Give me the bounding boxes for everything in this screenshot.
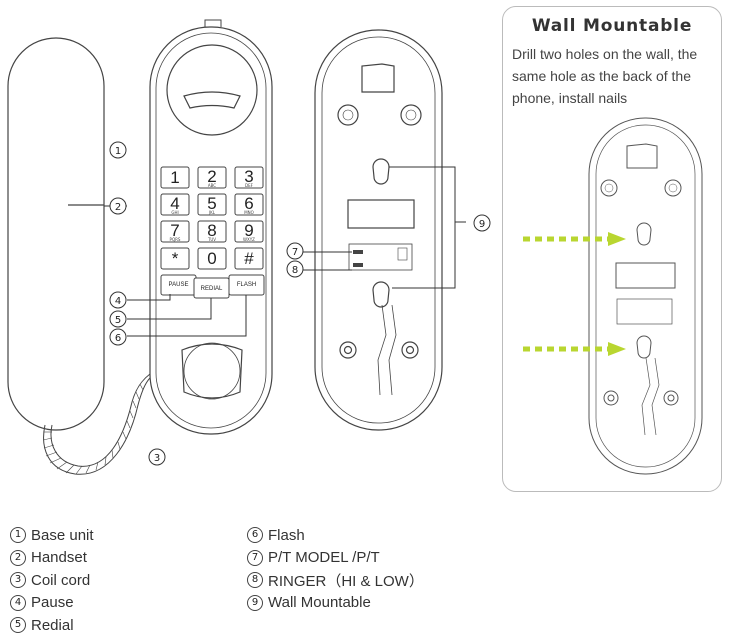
callout-5: 5	[109, 310, 127, 328]
keypad-key-label: 8	[207, 221, 216, 240]
svg-text:3: 3	[154, 453, 160, 464]
callout-8: 8	[286, 260, 304, 278]
keypad-key[interactable]: #	[234, 247, 264, 270]
pause-key-label: PAUSE	[169, 282, 189, 288]
callout-6: 6	[109, 328, 127, 346]
svg-text:4: 4	[115, 296, 121, 307]
callout-7: 7	[286, 242, 304, 260]
keypad-key-letters: GHI	[171, 210, 178, 215]
base-back-view	[314, 29, 443, 431]
keypad-key-label: 3	[244, 167, 253, 186]
keypad-key-label: 6	[244, 194, 253, 213]
keypad-key[interactable]: *	[160, 247, 190, 270]
keypad-key-letters: PQRS	[170, 237, 181, 242]
callout-9: 9	[473, 214, 491, 232]
pause-key[interactable]: PAUSE	[160, 274, 197, 296]
keypad-key-label: #	[244, 249, 254, 268]
arrow-lower	[523, 342, 626, 356]
keypad-key-label: 0	[207, 249, 216, 268]
keypad-key-label: 2	[207, 167, 216, 186]
keypad-key-label: 9	[244, 221, 253, 240]
svg-text:8: 8	[292, 265, 298, 276]
coil-cord	[43, 377, 151, 475]
flash-key[interactable]: FLASH	[228, 274, 265, 296]
wall-mountable-description: Drill two holes on the wall, the same ho…	[512, 46, 698, 106]
callout-4: 4	[109, 291, 127, 309]
wall-mountable-title: Wall Mountable	[531, 16, 693, 36]
keypad-key-label: 4	[170, 194, 179, 213]
keypad-key-label: 5	[207, 194, 216, 213]
keypad-key-letters: DEF	[245, 183, 254, 188]
callout-3: 3	[148, 448, 166, 466]
svg-text:9: 9	[479, 219, 485, 230]
keypad-key-label: 1	[170, 168, 179, 187]
keypad-key-letters: ABC	[208, 183, 216, 188]
keypad-key[interactable]: 0	[197, 247, 227, 270]
keypad-key-letters: JKL	[208, 210, 216, 215]
wall-mount-illustration	[588, 117, 703, 475]
svg-text:2: 2	[115, 202, 121, 213]
keypad-key[interactable]: 1	[160, 166, 190, 189]
wall-mountable-panel: Wall Mountable Drill two holes on the wa…	[502, 6, 722, 492]
callout-1: 1	[109, 141, 127, 159]
keypad-key-letters: MNO	[244, 210, 254, 215]
keypad-key-letters: WXYZ	[243, 237, 255, 242]
svg-text:7: 7	[292, 247, 298, 258]
svg-text:5: 5	[115, 315, 121, 326]
callout-2: 2	[109, 197, 127, 215]
keypad-key-label: *	[172, 249, 179, 268]
svg-text:1: 1	[115, 146, 121, 157]
redial-key-label: REDIAL	[201, 286, 223, 292]
handset	[7, 37, 105, 431]
arrow-upper	[523, 232, 626, 246]
svg-text:6: 6	[115, 333, 121, 344]
keypad-key-letters: TUV	[207, 237, 216, 242]
base-unit	[149, 26, 273, 435]
flash-key-label: FLASH	[237, 282, 256, 288]
redial-key[interactable]: REDIAL	[193, 277, 230, 299]
keypad-key-label: 7	[170, 221, 179, 240]
